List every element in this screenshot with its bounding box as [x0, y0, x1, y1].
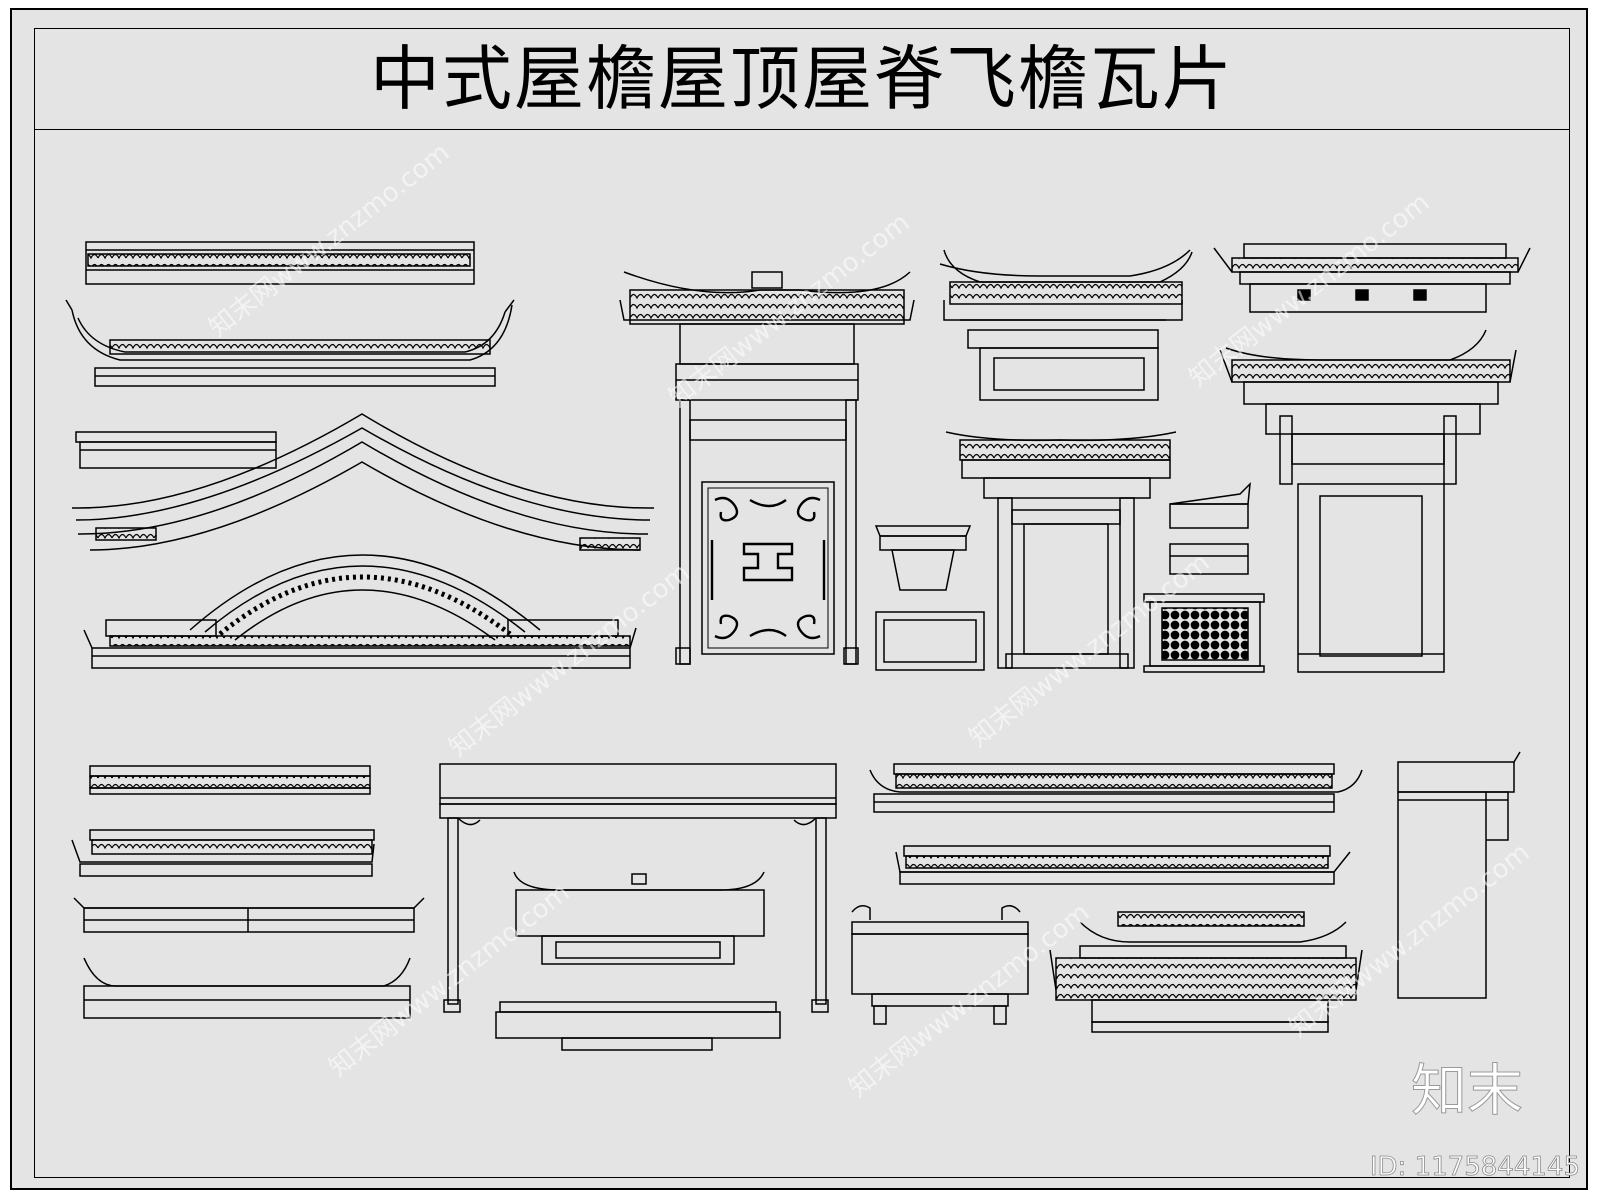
short-ridge-board [75, 431, 277, 469]
brand-logo: 知末 [1411, 1059, 1524, 1124]
page-title: 中式屋檐屋顶屋脊飞檐瓦片 [370, 38, 1234, 120]
title-block: 中式屋檐屋顶屋脊飞檐瓦片 [35, 29, 1569, 130]
eave-strip-1 [89, 765, 371, 795]
eave-strip-3 [73, 897, 425, 933]
long-eave-1 [869, 763, 1363, 813]
side-wall-profile [1397, 751, 1521, 999]
upturned-roof-top [939, 249, 1193, 401]
peaked-gable-ridge [71, 413, 655, 551]
long-eave-2 [895, 845, 1351, 885]
small-ridge-pieces [1169, 481, 1251, 575]
straight-eave-top [85, 241, 475, 285]
eave-strip-2 [71, 829, 375, 877]
pavilion-frame [439, 763, 837, 1013]
tall-gate-with-roof [1219, 329, 1517, 673]
flat-eave-with-brackets [1213, 243, 1531, 313]
image-id-label: ID: 1175844145 [1369, 1152, 1580, 1183]
drawing-frame: 中式屋檐屋顶屋脊飞檐瓦片 [34, 28, 1570, 1178]
lattice-window-box [1143, 593, 1265, 673]
small-altar-piece [851, 905, 1029, 1025]
plain-panel [875, 611, 985, 671]
center-roof-box [513, 871, 765, 965]
curved-eave-upturned [65, 299, 515, 387]
center-base-step [495, 1001, 781, 1051]
arched-ridge [83, 554, 637, 669]
gate-with-carved-panel [619, 271, 915, 665]
small-gate-with-roof [945, 431, 1177, 669]
ornate-roof-section [1049, 911, 1363, 1033]
eave-strip-4 [83, 957, 411, 1019]
planter-box-piece [874, 525, 972, 591]
